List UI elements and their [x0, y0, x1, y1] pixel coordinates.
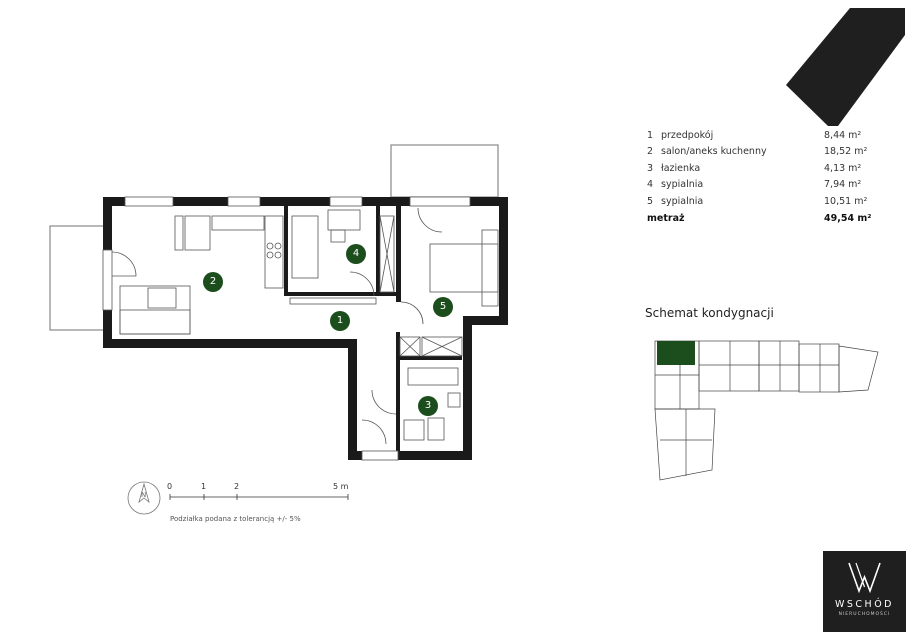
legend-room-name: przedpokój [661, 129, 714, 141]
legend-number: 3 [647, 162, 654, 174]
highlighted-unit [657, 341, 695, 365]
no-commission-ribbon [786, 8, 905, 126]
logo-wordmark: WSCHÓD [835, 599, 894, 610]
scale-tick-label: 1 [201, 482, 207, 491]
room-marker-5: 5 [433, 297, 453, 317]
scale-tick-label: 2 [234, 482, 240, 491]
company-logo: WSCHÓD NIERUCHOMOŚCI [823, 551, 906, 632]
legend-room-area: 10,51 m² [824, 195, 868, 207]
scale-caption: Podziałka podana z tolerancją +/- 5% [170, 515, 301, 523]
legend-number: 2 [647, 146, 654, 158]
legend-row: 5 sypialnia 10,51 m² [647, 193, 872, 210]
legend-room-area: 18,52 m² [824, 146, 868, 158]
legend-room-name: sypialnia [661, 179, 704, 191]
scale-tick-label: 0 [167, 482, 173, 491]
north-compass [127, 481, 161, 515]
room-marker-2: 2 [203, 272, 223, 292]
legend-row: 1 przedpokój 8,44 m² [647, 127, 872, 144]
total-area: 49,54 m² [824, 213, 872, 225]
room-area-legend: 1 przedpokój 8,44 m² 2 salon/aneks kuche… [647, 127, 872, 227]
legend-number: 1 [647, 129, 654, 141]
legend-row: 2 salon/aneks kuchenny 18,52 m² [647, 144, 872, 161]
furniture [111, 207, 499, 445]
legend-room-name: sypialnia [661, 195, 704, 207]
scale-bar [169, 494, 349, 500]
legend-room-area: 4,13 m² [824, 162, 862, 174]
legend-room-area: 8,44 m² [824, 129, 862, 141]
legend-total-row: metraż 49,54 m² [647, 211, 872, 228]
legend-row: 3 łazienka 4,13 m² [647, 160, 872, 177]
room-marker-1: 1 [330, 311, 350, 331]
legend-number: 5 [647, 195, 654, 207]
w-logo-icon [848, 562, 881, 594]
scale-tick-label: 5 m [333, 482, 349, 491]
logo-subtitle: NIERUCHOMOŚCI [838, 612, 891, 617]
north-label: N [141, 491, 147, 499]
room-marker-3: 3 [418, 396, 438, 416]
total-label: metraż [647, 213, 685, 225]
schematic-title: Schemat kondygnacji [645, 306, 774, 320]
legend-room-name: salon/aneks kuchenny [661, 146, 767, 158]
room-marker-4: 4 [346, 244, 366, 264]
balcony-top [390, 144, 499, 198]
legend-room-area: 7,94 m² [824, 179, 862, 191]
legend-room-name: łazienka [661, 162, 701, 174]
balcony-left [49, 225, 106, 331]
legend-row: 4 sypialnia 7,94 m² [647, 177, 872, 194]
legend-number: 4 [647, 179, 654, 191]
windows [102, 196, 471, 461]
walls [103, 197, 508, 460]
